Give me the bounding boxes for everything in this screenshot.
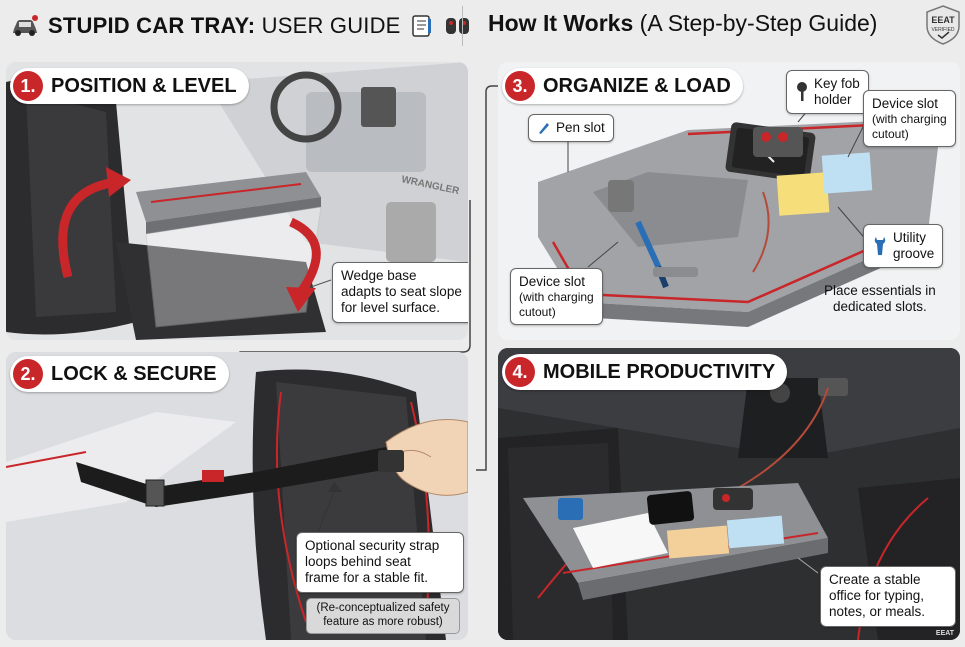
wrench-icon — [872, 235, 888, 257]
wedge-base-callout: Wedge base adapts to seat slope for leve… — [332, 262, 468, 323]
stable-office-callout: Create a stable office for typing, notes… — [820, 566, 956, 627]
panel-mobile-productivity: EEAT 4.MOBILE PRODUCTIVITY Create a stab… — [498, 348, 960, 640]
security-strap-callout: Optional security strap loops behind sea… — [296, 532, 464, 593]
car-icon — [10, 15, 40, 37]
header-divider — [462, 6, 463, 46]
organize-load-illustration — [498, 62, 960, 340]
panel-lock-secure: 2.LOCK & SECURE Optional security strap … — [6, 352, 468, 640]
step-4-label: 4.MOBILE PRODUCTIVITY — [502, 354, 788, 390]
position-level-illustration: WRANGLER — [6, 62, 468, 340]
guide-title: STUPID CAR TRAY: USER GUIDE — [48, 13, 401, 38]
key-icon — [795, 81, 809, 103]
svg-text:EEAT: EEAT — [936, 630, 955, 637]
step-3-label: 3.ORGANIZE & LOAD — [502, 68, 743, 104]
mobile-productivity-illustration: EEAT — [498, 348, 960, 640]
svg-text:VERIFIED: VERIFIED — [931, 27, 954, 33]
step-2-label: 2.LOCK & SECURE — [10, 356, 229, 392]
pen-slot-callout: Pen slot — [528, 114, 614, 143]
notebook-icon — [409, 13, 435, 39]
header-left: STUPID CAR TRAY: USER GUIDE — [10, 8, 473, 44]
step-1-label: 1.POSITION & LEVEL — [10, 68, 249, 104]
essentials-callout: Place essentials in dedicated slots. — [824, 283, 936, 315]
device-slot-bottom-callout: Device slot (with charging cutout) — [510, 268, 603, 325]
how-it-works-title: How It Works (A Step-by-Step Guide) — [488, 10, 878, 36]
lock-secure-illustration — [6, 352, 468, 640]
device-slot-top-callout: Device slot (with charging cutout) — [863, 90, 956, 147]
safety-note: (Re-conceptualized safety feature as mor… — [306, 598, 460, 634]
eeat-verified-badge: EEAT VERIFIED — [924, 4, 962, 46]
pen-icon — [537, 121, 551, 135]
key-fob-icon — [443, 13, 473, 39]
svg-text:EEAT: EEAT — [931, 15, 955, 25]
panel-position-level: WRANGLER 1.POSITION & LEVEL Wedge base a… — [6, 62, 468, 340]
